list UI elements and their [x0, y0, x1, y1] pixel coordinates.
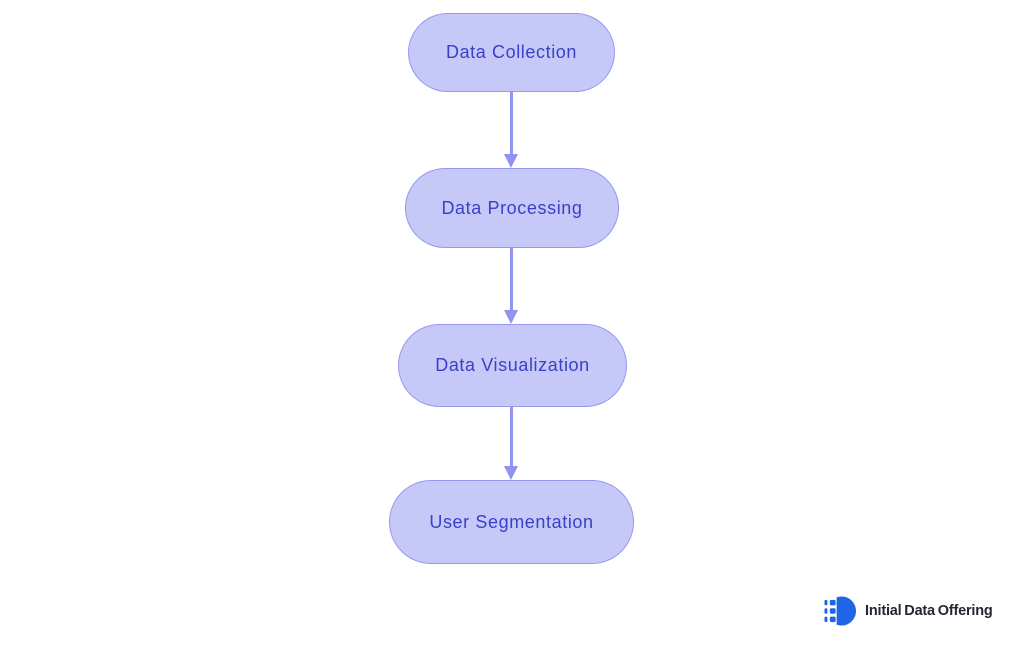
flow-node-label: User Segmentation	[429, 511, 594, 532]
edge-connector	[510, 92, 513, 155]
initial-data-offering-icon	[824, 595, 857, 627]
flow-node-data-collection: Data Collection	[408, 13, 615, 92]
arrowhead-icon	[504, 310, 518, 324]
brand-logo[interactable]: Initial Data Offering	[824, 595, 993, 627]
arrowhead-icon	[504, 154, 518, 168]
flow-node-label: Data Processing	[441, 197, 583, 218]
edge-connector	[510, 248, 513, 311]
flow-node-label: Data Collection	[445, 42, 578, 62]
flow-node-label: Data Visualization	[435, 355, 590, 375]
flow-node-user-segmentation: User Segmentation	[389, 480, 634, 564]
flow-node-data-visualization: Data Visualization	[398, 324, 627, 407]
arrowhead-icon	[504, 466, 518, 480]
edge-connector	[510, 407, 513, 467]
brand-logo-text: Initial Data Offering	[865, 603, 993, 619]
flow-node-data-processing: Data Processing	[405, 168, 619, 248]
